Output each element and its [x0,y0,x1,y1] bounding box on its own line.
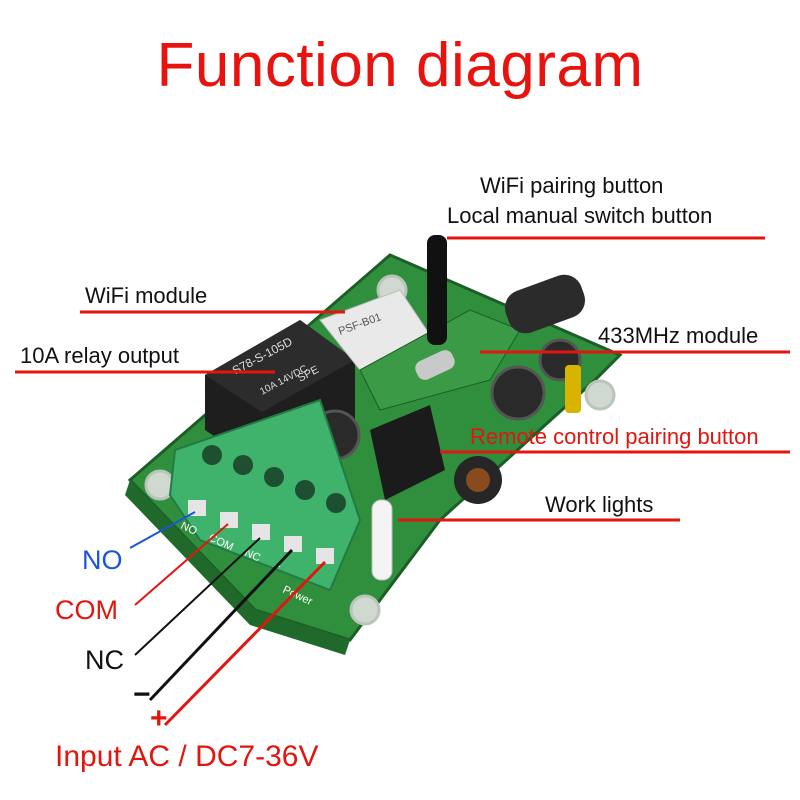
terminal-clamp [284,536,302,552]
label-433mhz: 433MHz module [598,323,759,348]
mount-hole [584,379,616,411]
pcb-edge [125,480,350,655]
terminal-screw [202,445,222,465]
rf-coil [504,274,586,334]
relay-top [205,320,355,412]
work-light-led [371,499,393,581]
wire-com [134,523,229,606]
capacitor-yellow [565,365,581,413]
terminal-clamp [220,512,238,528]
wire-minus [148,548,294,702]
capacitor [490,365,546,421]
pairing-button [427,235,447,345]
terminal-clamp [252,524,270,540]
terminal-screw [264,467,284,487]
crystal [415,350,455,380]
wire-plus [163,560,327,727]
rf-key-text: RF KEY [451,523,488,551]
terminal-screw [295,480,315,500]
label-wifi-pairing: WiFi pairing button [480,173,664,198]
label-work-lights: Work lights [545,492,654,517]
mount-hole [349,594,381,626]
terminal-label-no: NO [82,545,123,575]
input-voltage-label: Input AC / DC7-36V [55,740,319,773]
terminal-label-minus: − [133,678,151,711]
terminal-screw [326,493,346,513]
inductor-core [466,468,490,492]
terminal-screws [202,445,346,513]
wire-nc [134,537,261,656]
label-relay: 10A relay output [20,343,180,368]
wire-no [129,511,196,549]
terminal-clamp [188,500,206,516]
terminal-label-com: COM [55,595,118,625]
label-remote-pairing: Remote control pairing button [470,424,759,449]
label-wifi-module: WiFi module [85,283,208,308]
page-title: Function diagram [156,31,644,100]
terminal-mark-minus: - [275,560,284,573]
terminal-label-nc: NC [85,645,124,675]
terminal-label-plus: + [150,702,168,735]
label-local-manual: Local manual switch button [447,203,713,228]
terminal-clamp [316,548,334,564]
terminal-screw [233,455,253,475]
terminal-clamps [188,500,334,564]
remote-pairing-button-body [370,405,445,500]
